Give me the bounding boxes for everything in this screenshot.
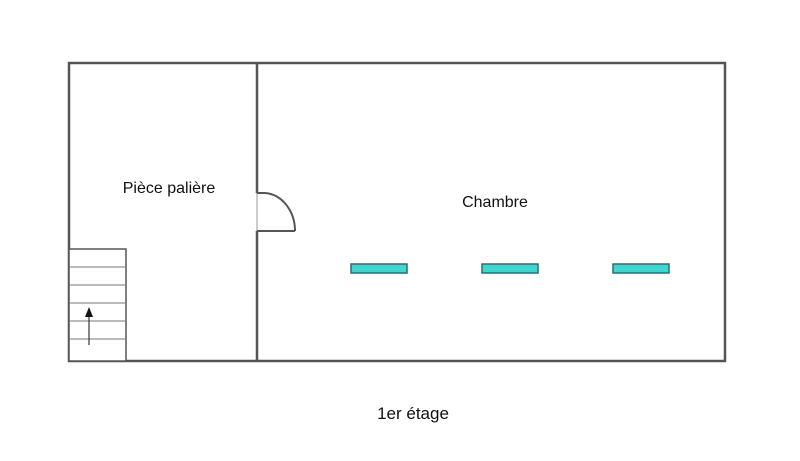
stair-up-arrow-icon (85, 307, 93, 345)
staircase (68, 248, 127, 362)
floor-label: 1er étage (377, 404, 449, 423)
exterior-walls (67, 61, 727, 363)
room-label-landing: Pièce palière (123, 180, 216, 197)
radiator (612, 263, 670, 274)
radiator (481, 263, 539, 274)
radiator (350, 263, 408, 274)
door-swing (257, 192, 297, 232)
room-label-bedroom: Chambre (462, 194, 528, 211)
